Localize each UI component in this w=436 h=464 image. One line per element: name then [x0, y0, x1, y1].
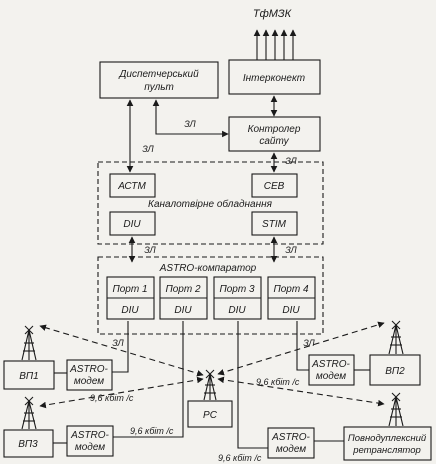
- site-controller-label: Контролер: [248, 124, 301, 135]
- astro-comparator-group: [97, 256, 324, 335]
- antenna-icon: [21, 396, 37, 430]
- port-1-label: Порт 1: [112, 284, 147, 295]
- interconnect-box: [228, 59, 321, 95]
- port-2-label: Порт 2: [165, 284, 200, 295]
- antenna-icon: [388, 392, 404, 427]
- astm-box: [109, 173, 156, 198]
- astm-label: АСТМ: [117, 181, 146, 192]
- vp3-label: ВП3: [18, 439, 38, 450]
- channel-equipment-group: [97, 161, 324, 245]
- port-1-diu-label: DIU: [121, 305, 139, 316]
- repeater-label: Повнодуплексний: [348, 433, 427, 444]
- site-controller-box: [228, 116, 321, 152]
- dispatcher-console-box: [99, 61, 219, 99]
- modem-4-label: модем: [276, 444, 306, 455]
- zl-label: ЗЛ: [112, 338, 124, 348]
- port-3-diu-label: DIU: [228, 305, 246, 316]
- vp1-label: ВП1: [19, 371, 38, 382]
- rs-label: РС: [203, 410, 218, 421]
- port-4-diu-label: DIU: [282, 305, 300, 316]
- repeater-box: [343, 426, 432, 461]
- modem-3-label: модем: [75, 442, 105, 453]
- channel-group-label: Каналотвірне обладнання: [148, 198, 273, 210]
- rate-label: 9,6 кбіт /с: [256, 377, 300, 387]
- modem-4-label: ASTRO-: [271, 432, 310, 443]
- modem-4-box: [267, 427, 315, 459]
- antenna-icon: [388, 320, 404, 355]
- modem-3-label: ASTRO-: [70, 430, 109, 441]
- dispatcher-label: Диспетчерський: [118, 69, 199, 80]
- zl-label: ЗЛ: [285, 156, 297, 166]
- port-4-label: Порт 4: [273, 284, 308, 295]
- port-3-label: Порт 3: [219, 284, 254, 295]
- zl-label: ЗЛ: [285, 245, 297, 255]
- rate-label: 9,6 кбіт /с: [130, 426, 174, 436]
- antenna-icon: [21, 325, 37, 361]
- dispatcher-label: пульт: [144, 82, 174, 93]
- rate-label: 9,6 кбіт /с: [218, 453, 262, 463]
- modem-1-label: модем: [74, 376, 104, 387]
- antenna-icon: [203, 369, 217, 401]
- modem-2-label: ASTRO-: [311, 359, 350, 370]
- vp2-label: ВП2: [385, 366, 405, 377]
- radio-link-vp2: [217, 321, 385, 376]
- cev-box: [251, 173, 298, 198]
- cev-label: СЕВ: [264, 181, 285, 192]
- radio-link-vp1: [39, 324, 204, 377]
- stim-label: STIM: [262, 219, 287, 230]
- zl-label: ЗЛ: [144, 245, 156, 255]
- radio-link-repeater: [217, 376, 385, 407]
- dispatcher-controller-link: [152, 99, 229, 138]
- radio-link-vp3: [39, 376, 204, 409]
- comparator-group-label: ASTRO-компаратор: [159, 263, 257, 274]
- site-controller-label: сайту: [259, 136, 289, 147]
- vp3-box: [3, 429, 54, 458]
- rate-label: 9,6 кбіт /с: [90, 393, 134, 403]
- rs-box: [187, 400, 233, 428]
- interconnect-label: Інтерконект: [243, 73, 305, 84]
- modem-3-box: [66, 425, 114, 457]
- diu-label: DIU: [123, 219, 141, 230]
- zl-label: ЗЛ: [142, 144, 154, 154]
- port-2-diu-label: DIU: [174, 305, 192, 316]
- diu-channel-box: [109, 211, 156, 236]
- zl-label: ЗЛ: [303, 338, 315, 348]
- pstn-label: ТфМЗК: [253, 8, 292, 20]
- modem-1-label: ASTRO-: [69, 364, 108, 375]
- repeater-label: ретранслятор: [352, 445, 421, 456]
- modem-2-label: модем: [316, 371, 346, 382]
- zl-label: ЗЛ: [184, 119, 196, 129]
- stim-box: [251, 211, 298, 236]
